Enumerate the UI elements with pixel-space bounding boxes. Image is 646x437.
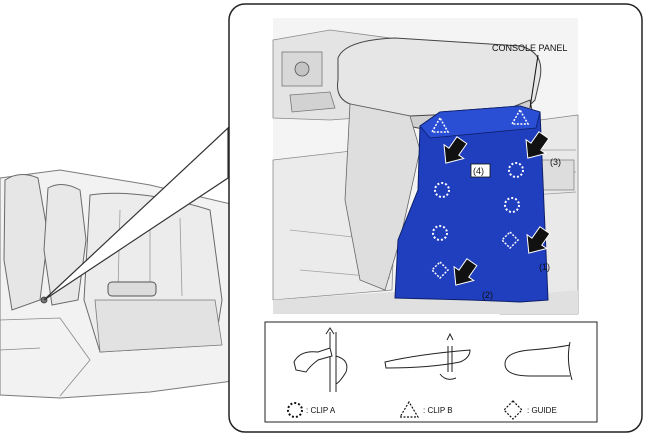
clip-a-mark (504, 197, 520, 213)
clip-b-legend-label: : CLIP B (423, 406, 453, 415)
step-4-label: (4) (473, 166, 484, 176)
step-1-label: (1) (539, 262, 550, 272)
clip-b-mark (430, 116, 450, 133)
step-3-label: (3) (550, 157, 561, 167)
removal-arrows (443, 131, 551, 286)
guide-mark (430, 260, 450, 280)
clip-a-mark (432, 225, 448, 241)
clip-b-legend-icon (398, 400, 420, 418)
guide-legend-icon (503, 400, 523, 420)
console-panel-label: CONSOLE PANEL (492, 43, 567, 53)
console-panel-leader (529, 54, 539, 109)
guide-legend-label: : GUIDE (527, 406, 557, 415)
guide-mark (500, 230, 520, 250)
clip-a-mark (508, 162, 524, 178)
clip-a-legend-label: : CLIP A (306, 406, 336, 415)
clip-b-mark (510, 108, 530, 125)
panel-fastener-marks (430, 108, 530, 280)
clip-b-section-icon (384, 332, 471, 380)
clip-a-mark (434, 182, 450, 198)
clip-a-legend-icon (287, 402, 303, 418)
guide-section-icon (504, 341, 573, 381)
step-2-label: (2) (482, 290, 493, 300)
clip-a-section-icon (293, 327, 348, 392)
callout-beam (43, 126, 229, 301)
console-detail-view (272, 18, 579, 315)
